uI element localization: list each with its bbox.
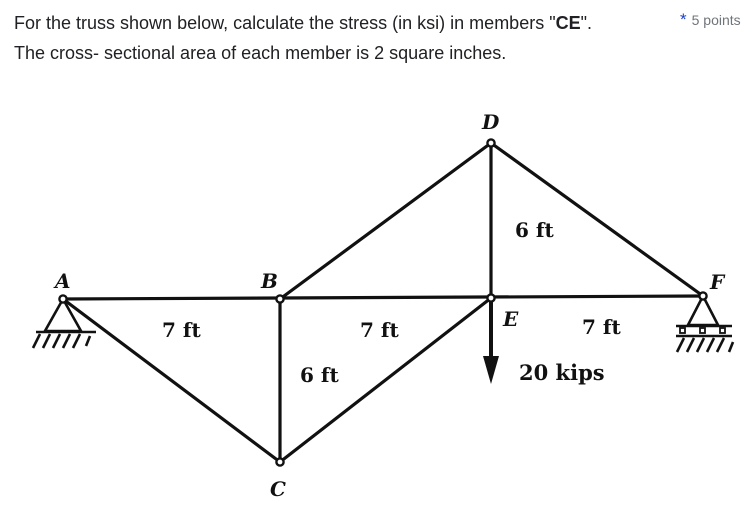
joint-F bbox=[698, 291, 708, 301]
dimension-DE: 6 ft bbox=[515, 218, 554, 242]
node-label-C: C bbox=[270, 477, 286, 501]
node-label-D: D bbox=[481, 110, 500, 134]
joint-A bbox=[58, 294, 68, 304]
joint-D bbox=[486, 138, 496, 148]
dimension-BC: 6 ft bbox=[300, 363, 339, 387]
dimension-BE: 7 ft bbox=[360, 318, 399, 342]
question-line-1: For the truss shown below, calculate the… bbox=[14, 13, 592, 33]
node-label-F: F bbox=[709, 270, 726, 294]
joint-B bbox=[275, 294, 285, 304]
points-label: 5 points bbox=[691, 12, 741, 28]
points-badge: *5 points bbox=[680, 10, 741, 30]
pin-support-icon bbox=[31, 296, 96, 349]
member-DF bbox=[489, 141, 705, 298]
member-CE bbox=[278, 296, 493, 464]
required-asterisk-icon: * bbox=[680, 10, 687, 29]
node-label-B: B bbox=[260, 269, 278, 293]
joint-C bbox=[275, 457, 285, 467]
question-text: For the truss shown below, calculate the… bbox=[14, 8, 674, 68]
load-arrow-icon bbox=[483, 302, 499, 384]
member-AF-chord bbox=[61, 294, 705, 301]
member-name-emphasis: CE bbox=[555, 13, 581, 33]
member-AC bbox=[61, 297, 282, 464]
joint-E bbox=[486, 293, 496, 303]
dimension-AB: 7 ft bbox=[162, 318, 201, 342]
roller-support-icon bbox=[675, 293, 735, 353]
node-label-E: E bbox=[502, 307, 519, 331]
question-line-2: The cross- sectional area of each member… bbox=[14, 43, 507, 63]
member-BD bbox=[278, 141, 493, 301]
load-label: 20 kips bbox=[519, 360, 605, 385]
dimension-EF: 7 ft bbox=[582, 315, 621, 339]
node-label-A: A bbox=[53, 269, 71, 293]
